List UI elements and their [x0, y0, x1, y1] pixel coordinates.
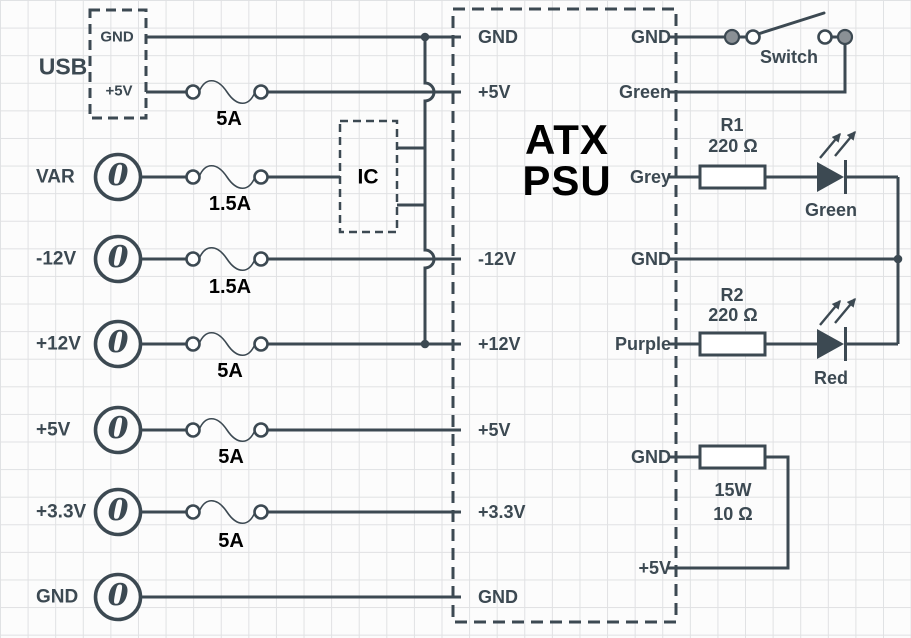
- atx-pin-left-gnd1: GND: [478, 27, 518, 47]
- red-led-branch: [668, 297, 898, 361]
- fuse-label-minus12v: 1.5A: [208, 276, 252, 298]
- wire-ic-pins: [397, 146, 425, 207]
- power-switch: [668, 11, 854, 94]
- usb-pin-gnd: GND: [100, 28, 134, 46]
- fuse-label-plus5v: 5A: [218, 446, 244, 468]
- atx-pin-right-green: Green: [618, 82, 671, 102]
- meter-jack-plus5v: [93, 405, 143, 455]
- r1-name: R1: [720, 115, 744, 135]
- meter-jack-plus12v: [93, 319, 143, 369]
- rail-label-minus12v: -12V: [36, 248, 77, 270]
- usb-box: [88, 8, 148, 120]
- led-green-symbol: [817, 162, 844, 192]
- atx-pin-left-5v1: +5V: [478, 82, 511, 102]
- meter-jack-gnd: [93, 572, 143, 622]
- fuse-plus5v-5a: [185, 417, 269, 443]
- meter-reading: 0: [107, 492, 129, 528]
- r2-name: R2: [720, 285, 744, 305]
- led-red-label: Red: [813, 368, 849, 388]
- resistor-r2: [698, 331, 767, 357]
- junction-dot: [420, 339, 430, 349]
- atx-pin-left-5v2: +5V: [478, 420, 511, 440]
- fuse-label-plus3v3: 5A: [218, 530, 244, 552]
- fuse-usb-5a: [185, 79, 269, 105]
- atx-pin-right-gnd3: GND: [631, 447, 671, 467]
- atx-pin-right-5v: +5V: [638, 558, 671, 578]
- fuse-label-var: 1.5A: [208, 193, 252, 215]
- atx-pin-right-gnd1: GND: [631, 27, 671, 47]
- meter-jack-minus12v: [93, 234, 143, 284]
- led-emission-arrow: [819, 132, 841, 159]
- wire-vertical-bus: [423, 37, 436, 344]
- fuse-plus3v3-5a: [185, 499, 269, 525]
- ic-label: IC: [357, 165, 379, 189]
- meter-reading: 0: [107, 324, 129, 360]
- atx-pin-left-3v3: +3.3V: [478, 502, 526, 522]
- junction-dot: [893, 254, 903, 264]
- meter-reading: 0: [107, 577, 129, 613]
- load-power: 15W: [714, 480, 752, 500]
- meter-reading: 0: [107, 410, 129, 446]
- atx-pin-left-gnd2: GND: [478, 587, 518, 607]
- atx-title-line2: PSU: [522, 157, 612, 204]
- led-emission-arrow: [834, 130, 856, 157]
- meter-jack-var: [93, 152, 143, 202]
- green-led-branch: [668, 130, 898, 194]
- fuse-minus12v-1a5: [185, 246, 269, 272]
- led-green-label: Green: [804, 200, 858, 220]
- atx-pin-right-grey: Grey: [629, 167, 671, 187]
- rail-label-plus3v3: +3.3V: [36, 501, 87, 523]
- led-emission-arrow: [819, 299, 841, 326]
- atx-pin-left-plus12v: +12V: [478, 334, 521, 354]
- rail-label-var: VAR: [36, 166, 75, 188]
- r2-value: 220 Ω: [708, 305, 758, 325]
- led-emission-arrow: [834, 297, 856, 324]
- led-red-symbol: [817, 329, 844, 359]
- fuse-var-1a5: [185, 164, 269, 190]
- usb-pin-5v: +5V: [105, 82, 133, 100]
- resistor-r1: [698, 164, 767, 190]
- meter-jack-plus3v3: [93, 487, 143, 537]
- switch-label: Switch: [759, 47, 819, 67]
- usb-title: USB: [38, 53, 88, 80]
- atx-pin-left-minus12v: -12V: [478, 249, 517, 269]
- fuse-label-usb: 5A: [216, 108, 242, 130]
- rail-label-gnd: GND: [36, 586, 79, 608]
- resistor-load: [698, 444, 767, 470]
- atx-title-line1: ATX: [525, 116, 609, 163]
- dummy-load-branch: [668, 444, 790, 570]
- meter-reading: 0: [107, 239, 129, 275]
- fuse-label-plus12v: 5A: [217, 360, 243, 382]
- load-resistance: 10 Ω: [713, 504, 753, 524]
- atx-pin-right-gnd2: GND: [631, 249, 671, 269]
- rail-label-plus5v: +5V: [36, 419, 71, 441]
- switch-lever: [756, 11, 826, 36]
- atx-pin-right-purple: Purple: [614, 334, 671, 354]
- meter-reading: 0: [107, 157, 129, 193]
- fuse-plus12v-5a: [185, 331, 269, 357]
- r1-value: 220 Ω: [708, 136, 758, 156]
- rail-label-plus12v: +12V: [36, 333, 81, 355]
- junction-dot: [420, 32, 430, 42]
